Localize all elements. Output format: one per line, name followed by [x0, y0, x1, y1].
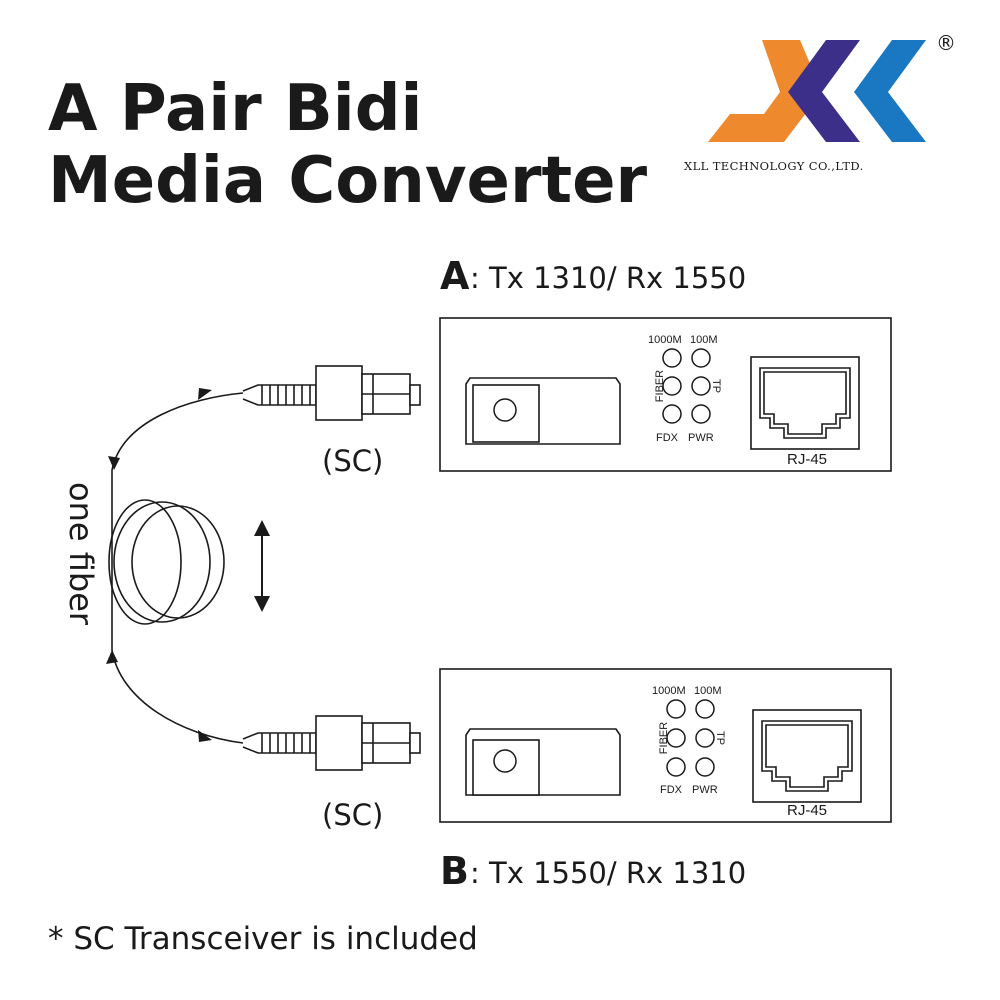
converter-a-unit: 1000M 100M FIBER TP FDX PWR RJ-45 [439, 317, 892, 472]
converter-a-label-1000m: 1000M [648, 334, 682, 346]
logo-blue-mark [854, 40, 926, 142]
converter-a-led-tp [691, 376, 711, 396]
converter-b-spec: : Tx 1550/ Rx 1310 [470, 856, 746, 890]
converter-a-label-100m: 100M [690, 334, 718, 346]
converter-b-label-1000m: 1000M [652, 685, 686, 697]
converter-a-sc-window [472, 384, 540, 443]
footnote: * SC Transceiver is included [48, 921, 478, 957]
fiber-label: one fiber [62, 482, 100, 626]
converter-b-header: B : Tx 1550/ Rx 1310 [440, 849, 746, 893]
converter-a-led-pwr [691, 404, 711, 424]
connector-b-boot [242, 732, 317, 754]
fiber-coil-2 [113, 501, 211, 623]
connector-a-boot [242, 384, 317, 406]
converter-b-led-pwr [695, 757, 715, 777]
title-line-1: A Pair Bidi [48, 72, 422, 146]
connector-b-boot-ribs [261, 733, 311, 753]
connector-a-ferrule [409, 384, 421, 406]
title-line-2: Media Converter [48, 144, 648, 218]
converter-b-label-fiber: FIBER [658, 722, 670, 754]
fiber-arrowhead-top-left [108, 456, 120, 470]
converter-b-led-fiber [666, 728, 686, 748]
converter-a-spec: : Tx 1310/ Rx 1550 [470, 261, 746, 295]
converter-a-label-tp: TP [710, 379, 722, 393]
converter-b-letter: B [440, 849, 469, 893]
fiber-coil-1 [108, 499, 182, 625]
converter-a-led-fdx [662, 404, 682, 424]
converter-a-label-fdx: FDX [656, 432, 679, 444]
registered-mark: ® [936, 31, 956, 55]
converter-a-sc-lens [493, 398, 517, 422]
converter-b-led-tp [695, 728, 715, 748]
converter-b-rj45-label: RJ-45 [787, 802, 827, 819]
company-logo: ® XLL TECHNOLOGY CO.,LTD. [684, 31, 956, 173]
fiber-coil-3 [131, 505, 225, 619]
logo-orange-mark [708, 40, 822, 142]
connector-b-label: (SC) [322, 798, 383, 832]
connector-a-boot-ribs [261, 385, 311, 405]
company-name: XLL TECHNOLOGY CO.,LTD. [684, 159, 864, 173]
converter-b-label-fdx: FDX [660, 784, 683, 796]
converter-a-letter: A [440, 254, 470, 298]
logo-purple-mark [788, 40, 860, 142]
fiber-cable-line [111, 392, 244, 744]
converter-b-label-100m: 100M [694, 685, 722, 697]
converter-b-led-1000m [666, 699, 686, 719]
converter-a-led-100m [691, 348, 711, 368]
bidirectional-arrow-icon [254, 520, 270, 612]
fiber-cable [106, 388, 244, 744]
converter-a-header: A : Tx 1310/ Rx 1550 [440, 254, 746, 298]
converter-b-label-pwr: PWR [692, 784, 718, 796]
converter-b-led-100m [695, 699, 715, 719]
converter-a-led-fiber [662, 376, 682, 396]
converter-b-label-tp: TP [714, 731, 726, 745]
connector-a: (SC) [242, 365, 421, 478]
connector-b-body [315, 715, 363, 771]
converter-b-sc-lens [493, 749, 517, 773]
fiber-arrowhead-top-right [198, 388, 212, 400]
fiber-arrowhead-bottom-left [106, 650, 118, 664]
converter-a-label-pwr: PWR [688, 432, 714, 444]
fiber-arrowhead-bottom-right [198, 730, 212, 742]
connector-b: (SC) [242, 715, 421, 832]
converter-a-label-fiber: FIBER [654, 370, 666, 402]
converter-b-rj45-port [752, 709, 862, 803]
converter-a-rj45-port [750, 356, 860, 450]
converter-a-rj45-label: RJ-45 [787, 451, 827, 468]
converter-a-led-1000m [662, 348, 682, 368]
connector-a-body [315, 365, 363, 421]
connector-b-ferrule [409, 732, 421, 754]
converter-b-led-fdx [666, 757, 686, 777]
connector-a-label: (SC) [322, 444, 383, 478]
converter-b-unit: 1000M 100M FIBER TP FDX PWR RJ-45 [439, 668, 892, 823]
